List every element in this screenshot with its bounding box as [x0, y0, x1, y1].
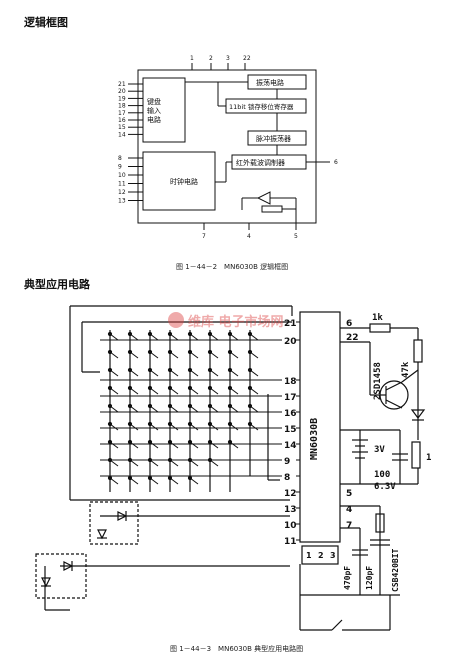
ic-label: MN6030B — [309, 418, 320, 460]
logic-left-pin-21: 21 — [118, 81, 126, 88]
shift-register-block-label: 11bit 锁存移位寄存器 — [229, 102, 294, 111]
logic-bottom-pin-5: 5 — [294, 233, 298, 240]
ic-pin-17: 17 — [284, 393, 297, 403]
logic-top-pin-3: 3 — [226, 55, 230, 62]
logic-bottom-pin-4: 4 — [247, 233, 251, 240]
ic-pin-6: 6 — [346, 319, 352, 329]
pulse-block-label: 脉冲振荡器 — [256, 134, 291, 143]
oscillator-block-label: 振荡电路 — [256, 78, 284, 87]
ir-block-label: 红外载波调制器 — [236, 158, 285, 167]
ic-bottom-pin-1: 1 — [306, 551, 312, 560]
ic-pin-14: 14 — [284, 441, 297, 451]
ic-bottom-pin-2: 2 — [318, 551, 324, 560]
resistor-1k-label: 1k — [372, 313, 383, 323]
logic-left-pin-14: 14 — [118, 131, 126, 138]
ic-body — [299, 311, 341, 543]
ic-pin-8: 8 — [284, 473, 290, 483]
ic-pin-11: 11 — [284, 537, 297, 547]
logic-left-pin-17: 17 — [118, 110, 126, 117]
ic-pin-5: 5 — [346, 489, 352, 499]
resistor-47k-label: 47k — [401, 361, 411, 378]
logic-top-pin-1: 1 — [190, 55, 194, 62]
capacitor-voltage-label: 6.3V — [374, 482, 396, 492]
logic-left-pin-8: 8 — [118, 155, 122, 162]
application-circuit-caption: 图 1－44－3 MN6030B 典型应用电路图 — [170, 645, 304, 653]
logic-left-pin-16: 16 — [118, 117, 126, 124]
logic-top-pin-22: 22 — [243, 55, 251, 62]
capacitor-470pf-label: 470pF — [343, 566, 352, 590]
transistor-label: 2SD1458 — [373, 362, 383, 400]
keyboard-block-label-2: 输入 — [147, 106, 161, 115]
logic-diagram-caption: 图 1－44－2 MN6030B 逻辑框图 — [176, 263, 289, 271]
logic-top-pin-2: 2 — [209, 55, 213, 62]
battery-label: 3V — [374, 445, 385, 455]
capacitor-100-label: 100 — [374, 470, 390, 480]
ic-pin-4: 4 — [346, 505, 352, 515]
ic-pin-15: 15 — [284, 425, 297, 435]
ic-pin-12: 12 — [284, 489, 297, 499]
logic-left-pin-12: 12 — [118, 189, 126, 196]
logic-left-pin-15: 15 — [118, 124, 126, 131]
application-circuit-title: 典型应用电路 — [24, 278, 90, 291]
ic-pin-7: 7 — [346, 521, 352, 531]
ic-pin-22: 22 — [346, 333, 359, 343]
logic-left-pin-13: 13 — [118, 198, 126, 205]
ic-pin-18: 18 — [284, 377, 297, 387]
ic-pin-20: 20 — [284, 337, 297, 347]
ic-pin-13: 13 — [284, 505, 297, 515]
logic-diagram-title: 逻辑框图 — [24, 16, 68, 29]
ic-pin-10: 10 — [284, 521, 297, 531]
ic-pin-16: 16 — [284, 409, 297, 419]
crystal-label: CSB420BIT — [391, 548, 400, 592]
ic-pin-21: 21 — [284, 319, 297, 329]
logic-left-pin-19: 19 — [118, 95, 126, 102]
resistor-1-label: 1 — [426, 453, 431, 463]
capacitor-120pf-label: 120pF — [365, 566, 374, 590]
logic-left-pin-11: 11 — [118, 181, 126, 188]
watermark-text: 维库 电子市场网 — [188, 314, 284, 330]
keyboard-block-label-1: 键盘 — [147, 97, 161, 106]
logic-left-pin-10: 10 — [118, 172, 126, 179]
pin-6-label: 6 — [334, 159, 338, 166]
ic-bottom-pin-3: 3 — [330, 551, 336, 560]
logic-left-pin-18: 18 — [118, 103, 126, 110]
ic-pin-9: 9 — [284, 457, 290, 467]
logic-bottom-pin-7: 7 — [202, 233, 206, 240]
keyboard-block-label-3: 电路 — [147, 115, 161, 124]
watermark-logo: 维库 电子市场网 — [168, 312, 284, 330]
logic-left-pin-9: 9 — [118, 164, 122, 171]
clock-block-label: 时钟电路 — [170, 177, 198, 186]
logic-left-pin-20: 20 — [118, 88, 126, 95]
